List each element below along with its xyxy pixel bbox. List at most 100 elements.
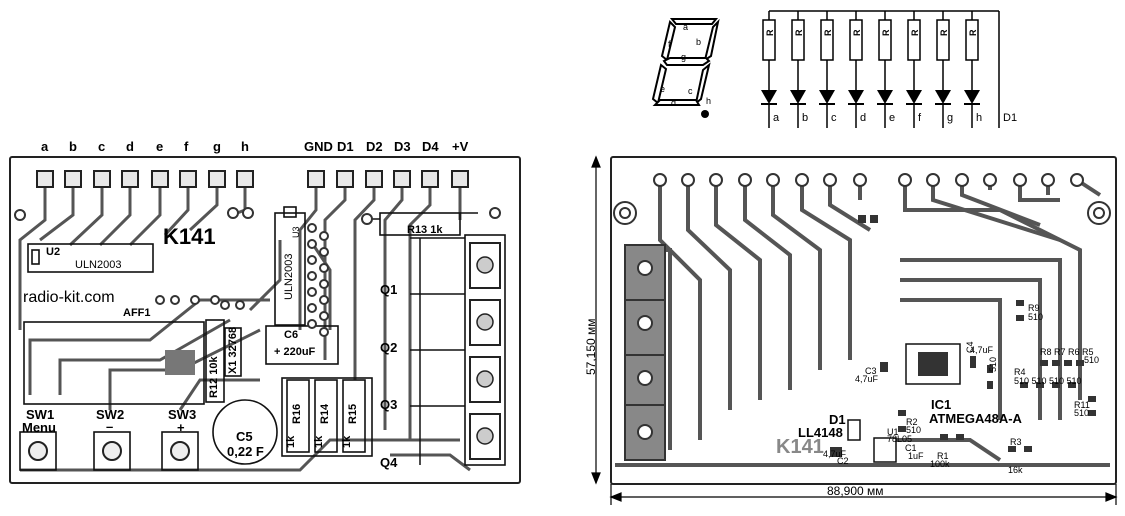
led-icon [877, 90, 893, 104]
segment-letter-g: g [681, 52, 687, 62]
r3-value: 16k [1008, 465, 1023, 475]
header-pad [795, 173, 809, 187]
c2-value: 4,7uF [823, 449, 847, 459]
c1-value: 1uF [908, 451, 924, 461]
header-pin-label: e [156, 139, 164, 154]
plus-label: + [177, 420, 185, 435]
header-pin-label: g [213, 139, 221, 154]
ic-pad [307, 271, 317, 281]
header-pad [179, 170, 197, 188]
r1-label: R1 [937, 451, 949, 461]
c5-value: 0,22 F [227, 444, 264, 459]
r3-label: R3 [1010, 437, 1022, 447]
led-icon [848, 90, 864, 104]
header-pad [336, 170, 354, 188]
segment-letter-h: h [706, 96, 712, 106]
segment-letter-e: e [660, 84, 666, 94]
ic-pad [307, 287, 317, 297]
c3-label: C3 [865, 366, 877, 376]
header-pin-label: b [69, 139, 77, 154]
transistor-label: Q3 [380, 397, 398, 412]
header-pad [1041, 173, 1055, 187]
sw2-label: SW2 [96, 407, 125, 422]
c2-label: C2 [837, 456, 849, 466]
width-dimension: 88,900 мм [827, 484, 884, 498]
uln-a-label: ULN2003 [75, 259, 122, 271]
header-pad [64, 170, 82, 188]
ic-pad [319, 231, 329, 241]
transistor-label: Q2 [380, 340, 398, 355]
segment-letter-c: c [688, 86, 693, 96]
c6-label: C6 [284, 329, 299, 341]
ic-pad [307, 319, 317, 329]
header-pad [307, 170, 325, 188]
ic1-name: ATMEGA48A-A [929, 411, 1022, 426]
ic-pad [319, 311, 329, 321]
r4-values: 510 510 510 510 [1014, 376, 1082, 386]
strip-led-label: a [773, 112, 780, 124]
r13-label: R13 1k [407, 224, 443, 236]
header-pad [653, 173, 667, 187]
aff1-label: AFF1 [123, 307, 151, 319]
strip-led-label: f [918, 112, 922, 124]
led-icon [790, 90, 806, 104]
led-icon [761, 90, 777, 104]
ic-pad [319, 247, 329, 257]
led-icon [819, 90, 835, 104]
header-pad [365, 170, 383, 188]
header-pin-label: h [241, 139, 249, 154]
strip-led-label: g [947, 112, 954, 124]
header-pin-label: D4 [422, 139, 439, 154]
header-pad [853, 173, 867, 187]
header-pad [898, 173, 912, 187]
led-icon [964, 90, 980, 104]
ic-pad [307, 303, 317, 313]
header-pad [983, 173, 997, 187]
r1-value: 100k [930, 459, 950, 469]
rset-value: 510 [1084, 355, 1100, 365]
ic-pad [319, 279, 329, 289]
segment-letter-d: d [671, 98, 677, 108]
c5-label: C5 [236, 429, 253, 444]
transistor-label: Q4 [380, 455, 398, 470]
strip-d1-label: D1 [1003, 112, 1018, 124]
height-dimension: 57,150 мм [584, 318, 598, 375]
header-pad [151, 170, 169, 188]
led-icon [935, 90, 951, 104]
c1-label: C1 [905, 443, 917, 453]
header-pin-label: c [98, 139, 106, 154]
strip-led-label: h [976, 112, 983, 124]
header-pad [1070, 173, 1084, 187]
header-pad [208, 170, 226, 188]
u2-label: U2 [46, 246, 61, 258]
d1-label: D1 [829, 412, 846, 427]
header-pad [766, 173, 780, 187]
r9-label: R9 [1028, 303, 1040, 313]
u1-label: U1 [887, 427, 899, 437]
header-pin-label: D2 [366, 139, 383, 154]
header-pad [738, 173, 752, 187]
url-label: radio-kit.com [23, 289, 115, 306]
header-pin-label: D3 [394, 139, 411, 154]
header-pin-label: f [184, 139, 189, 154]
r11-value: 510 [1074, 408, 1090, 418]
header-pin-label: D1 [337, 139, 354, 154]
ic1-label: IC1 [931, 397, 952, 412]
header-pad [1013, 173, 1027, 187]
c6-value: + 220uF [274, 346, 316, 358]
u1-value: 78L05 [887, 434, 913, 444]
strip-led-label: c [831, 112, 837, 124]
header-pad [955, 173, 969, 187]
r9-value: 510 [1028, 312, 1044, 322]
menu-label: Menu [22, 420, 56, 435]
segment-letter-b: b [696, 37, 702, 47]
header-pad [93, 170, 111, 188]
left-kit-label: K141 [163, 224, 216, 249]
sw3-label: SW3 [168, 407, 197, 422]
transistor-label: Q1 [380, 282, 398, 297]
r11-label: R11 [1074, 400, 1090, 410]
ic-pad [319, 263, 329, 273]
